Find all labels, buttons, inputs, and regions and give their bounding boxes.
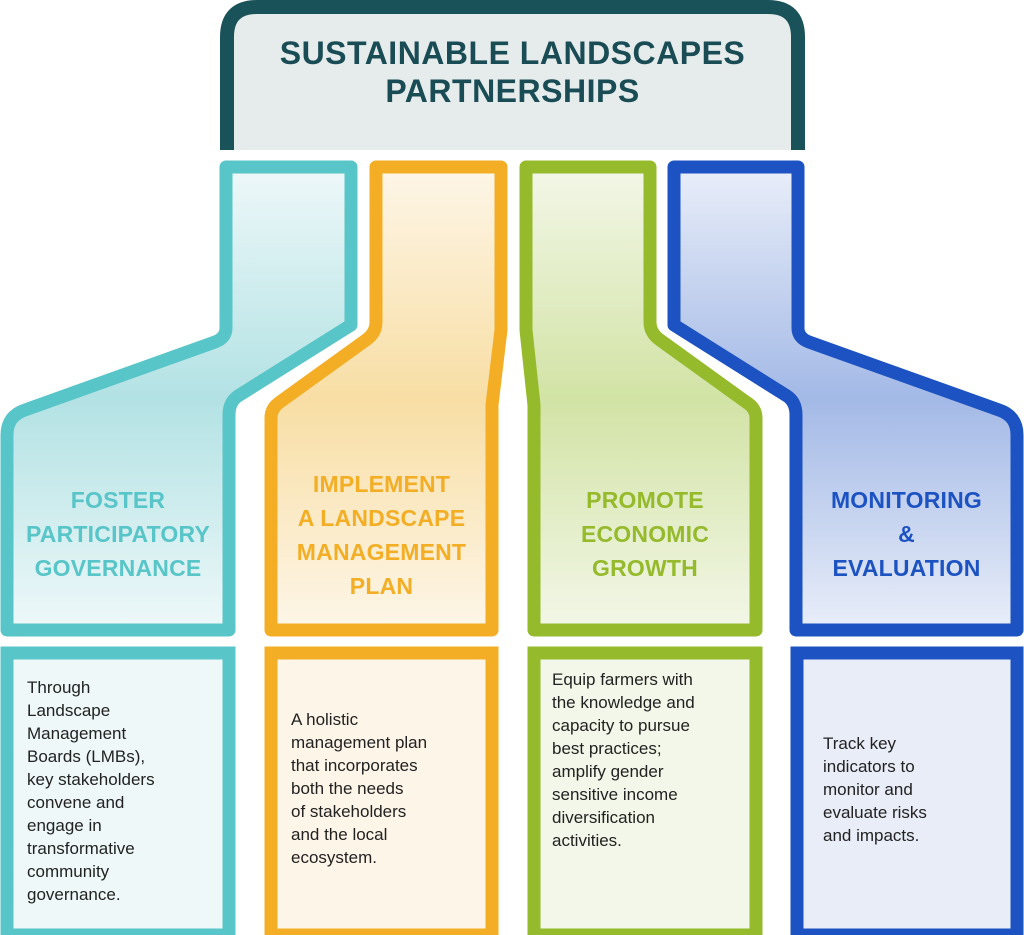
text-box-governance bbox=[0, 646, 236, 935]
pillar-shape-economic-growth bbox=[519, 160, 763, 637]
text-line: key stakeholders bbox=[27, 770, 155, 789]
heading-line: PLAN bbox=[349, 573, 414, 599]
heading-line: ECONOMIC bbox=[580, 521, 710, 547]
text-line: and impacts. bbox=[823, 826, 920, 845]
text-line: the knowledge and bbox=[552, 693, 695, 712]
text-line: diversification bbox=[552, 808, 655, 827]
heading-line: EVALUATION bbox=[832, 555, 981, 581]
pillar-shape-management-plan bbox=[264, 160, 508, 637]
text-line: convene and bbox=[27, 793, 125, 812]
text-line: and the local bbox=[291, 825, 388, 844]
pillar-shape-governance bbox=[0, 160, 358, 637]
text-line: Equip farmers with bbox=[552, 670, 693, 689]
pillar-heading-management-plan: IMPLEMENT A LANDSCAPE MANAGEMENT PLAN bbox=[278, 467, 485, 603]
heading-line: & bbox=[898, 521, 915, 547]
heading-line: IMPLEMENT bbox=[312, 471, 451, 497]
text-line: amplify gender bbox=[552, 762, 664, 781]
heading-line: MANAGEMENT bbox=[296, 539, 467, 565]
text-box-management-plan bbox=[264, 646, 499, 935]
heading-line: GROWTH bbox=[592, 555, 698, 581]
text-line: Boards (LMBs), bbox=[27, 747, 146, 766]
text-line: Landscape bbox=[27, 701, 111, 720]
text-line: monitor and bbox=[823, 780, 913, 799]
pillar-description-monitoring: Track key indicators to monitor and eval… bbox=[823, 732, 927, 847]
heading-line: PROMOTE bbox=[586, 487, 704, 513]
text-line: governance. bbox=[27, 885, 121, 904]
heading-line: GOVERNANCE bbox=[34, 555, 202, 581]
text-box-economic-growth bbox=[527, 646, 763, 935]
title-box bbox=[220, 0, 805, 150]
text-line: both the needs bbox=[291, 779, 404, 798]
pillar-description-economic-growth: Equip farmers with the knowledge and cap… bbox=[552, 668, 695, 852]
page-title: SUSTAINABLE LANDSCAPES PARTNERSHIPS bbox=[234, 34, 791, 110]
heading-line: PARTICIPATORY bbox=[25, 521, 211, 547]
text-line: capacity to pursue bbox=[552, 716, 690, 735]
text-line: ecosystem. bbox=[291, 848, 377, 867]
heading-line: FOSTER bbox=[70, 487, 166, 513]
text-line: sensitive income bbox=[552, 785, 678, 804]
text-line: Through bbox=[27, 678, 91, 697]
text-line: Track key bbox=[823, 734, 897, 753]
title-line-2: PARTNERSHIPS bbox=[385, 73, 640, 109]
text-line: transformative bbox=[27, 839, 135, 858]
text-line: that incorporates bbox=[291, 756, 418, 775]
text-line: evaluate risks bbox=[823, 803, 927, 822]
pillar-heading-economic-growth: PROMOTE ECONOMIC GROWTH bbox=[541, 483, 749, 585]
text-line: activities. bbox=[552, 831, 622, 850]
text-box-monitoring bbox=[790, 646, 1024, 935]
title-line-1: SUSTAINABLE LANDSCAPES bbox=[279, 35, 746, 71]
pillar-heading-monitoring: MONITORING & EVALUATION bbox=[803, 483, 1010, 585]
pillar-description-governance: Through Landscape Management Boards (LMB… bbox=[27, 676, 155, 906]
pillar-shape-monitoring bbox=[667, 160, 1024, 637]
text-line: Management bbox=[27, 724, 127, 743]
heading-line: MONITORING bbox=[830, 487, 983, 513]
pillar-description-management-plan: A holistic management plan that incorpor… bbox=[291, 708, 427, 869]
pillar-heading-governance: FOSTER PARTICIPATORY GOVERNANCE bbox=[14, 483, 222, 585]
text-line: management plan bbox=[291, 733, 428, 752]
text-line: community bbox=[27, 862, 110, 881]
heading-line: A LANDSCAPE bbox=[297, 505, 466, 531]
text-line: best practices; bbox=[552, 739, 662, 758]
text-line: indicators to bbox=[823, 757, 915, 776]
text-line: engage in bbox=[27, 816, 102, 835]
text-line: A holistic bbox=[291, 710, 359, 729]
text-line: of stakeholders bbox=[291, 802, 407, 821]
